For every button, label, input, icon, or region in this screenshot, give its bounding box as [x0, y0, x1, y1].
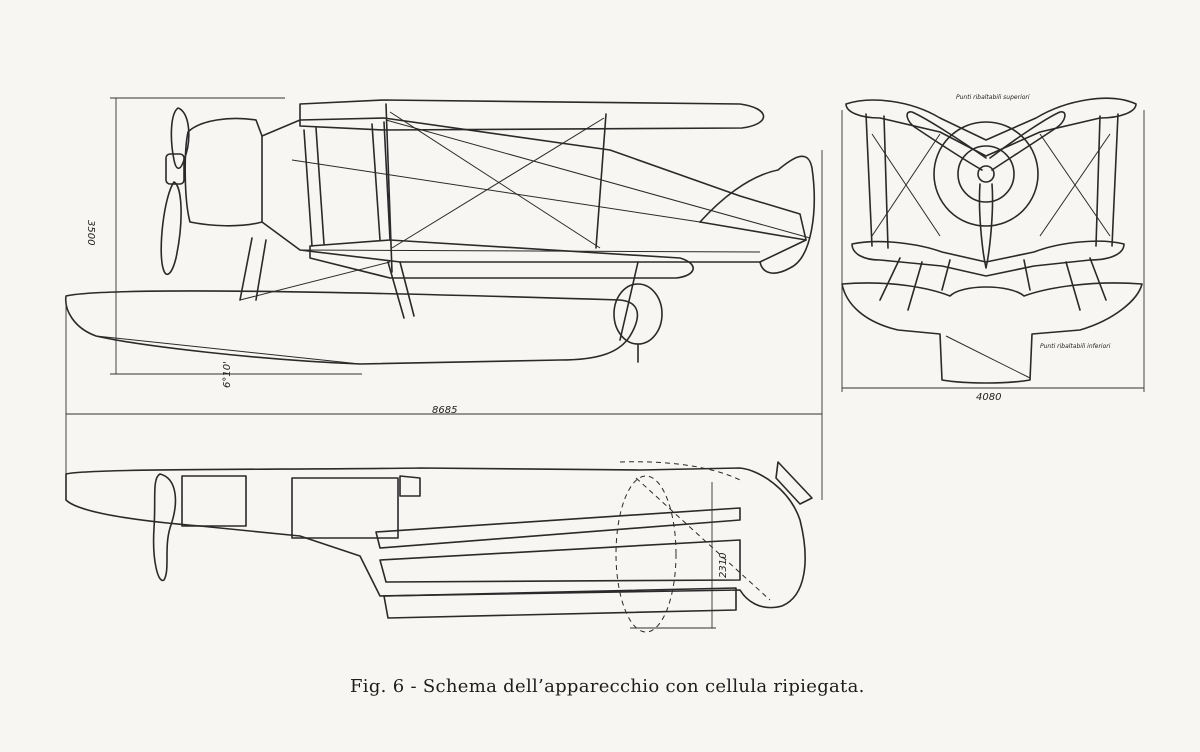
lower-hinges-note: Punti ribaltabili inferiori [1040, 343, 1111, 350]
bracing-wire-1 [389, 111, 601, 249]
front-strut-left-outer [865, 113, 873, 247]
engine-ring-outer [933, 121, 1039, 227]
wingtip-float-plan [615, 475, 677, 633]
front-strut-right-inner [1095, 115, 1101, 247]
propeller-blade-upper [170, 107, 190, 170]
propeller-plan [152, 473, 177, 582]
front-float [841, 282, 1143, 384]
folded-wing-lower [383, 587, 737, 619]
tailplane [699, 221, 807, 241]
fold-arc [619, 461, 771, 601]
front-spinner [977, 165, 995, 183]
fuselage-line [291, 159, 701, 223]
bracing-wire-3 [385, 119, 811, 239]
front-bracing [871, 133, 1111, 237]
height-dimension-label: 3500 [85, 220, 96, 246]
front-propeller-blade-1 [906, 111, 987, 171]
front-view [841, 97, 1145, 392]
width-dimension-label: 2310 [718, 552, 729, 578]
tail-plan [775, 461, 813, 505]
plan-view [65, 461, 813, 633]
fuselage [261, 117, 807, 263]
front-center-struts [941, 259, 1031, 291]
folded-wing-upper [375, 507, 741, 549]
front-lower-wing [851, 240, 1125, 277]
plan-float-hull [65, 467, 806, 609]
float-keel-line [95, 335, 361, 365]
front-upper-wing [845, 97, 1137, 157]
float-strut-front [239, 237, 267, 301]
fuselage-plan [291, 477, 399, 539]
float-strut-rear [387, 261, 415, 319]
main-float [65, 290, 639, 365]
upper-hinges-note: Punti ribaltabili superiori [956, 94, 1030, 101]
cabane-strut-rear [371, 121, 391, 241]
front-float-line [945, 335, 1031, 379]
front-strut-left-inner [883, 115, 889, 249]
propeller-hub [165, 153, 185, 185]
angle-dimension-label: 6°10' [222, 361, 233, 388]
length-dimension-label: 8685 [432, 405, 458, 416]
engine-plan [181, 475, 247, 527]
cockpit-plan [399, 475, 421, 497]
front-propeller-blade-3 [978, 183, 994, 269]
upper-wing [299, 99, 765, 131]
float-bracing [239, 261, 391, 301]
lower-wing [309, 239, 694, 279]
engine-cowling [184, 117, 263, 227]
cabane-strut-front [303, 127, 325, 247]
engine-ring-inner [957, 145, 1015, 203]
wingtip-float-strut [619, 261, 639, 341]
length-dimension [65, 150, 823, 500]
interplane-strut-front [385, 103, 393, 273]
front-propeller-blade-2 [989, 111, 1066, 171]
fuselage-keel [299, 249, 761, 253]
front-float-struts [879, 257, 1107, 311]
tail-fin [699, 155, 815, 274]
figure-caption: Fig. 6 - Schema dell’apparecchio con cel… [350, 676, 865, 697]
span-dimension-label: 4080 [976, 392, 1002, 403]
folded-wing-middle [379, 539, 741, 583]
propeller-blade-lower [160, 181, 182, 276]
interplane-strut-rear [595, 113, 607, 249]
side-view [65, 97, 815, 375]
bracing-wire-2 [391, 117, 605, 249]
front-strut-right-outer [1111, 113, 1119, 247]
